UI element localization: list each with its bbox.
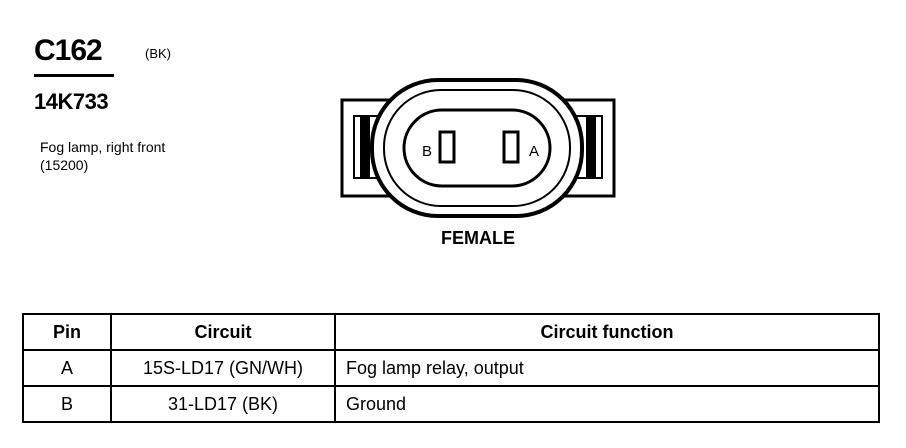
connector-description: Fog lamp, right front (15200) xyxy=(40,139,165,174)
row-pin: A xyxy=(22,349,112,387)
row-circuit: 15S-LD17 (GN/WH) xyxy=(110,349,336,387)
connector-color-code: (BK) xyxy=(145,46,171,61)
row-circuit: 31-LD17 (BK) xyxy=(110,385,336,423)
left-latch-slot xyxy=(360,116,370,178)
terminal-cavity-b xyxy=(438,130,456,164)
table-header-row: Pin Circuit Circuit function xyxy=(22,313,880,351)
row-pin: B xyxy=(22,385,112,423)
part-number: 14K733 xyxy=(34,89,109,114)
pin-label-b: B xyxy=(422,143,432,160)
table-row: A 15S-LD17 (GN/WH) Fog lamp relay, outpu… xyxy=(22,349,880,387)
row-circuit-function: Fog lamp relay, output xyxy=(334,349,880,387)
table-row: B 31-LD17 (BK) Ground xyxy=(22,385,880,423)
pin-table: Pin Circuit Circuit function A 15S-LD17 … xyxy=(22,313,880,423)
connector-id-underline xyxy=(34,74,114,77)
connector-id: C162 xyxy=(34,34,103,67)
header-circuit-function: Circuit function xyxy=(334,313,880,351)
terminal-cavity-a xyxy=(502,130,520,164)
header-pin: Pin xyxy=(22,313,112,351)
connector-pin-face xyxy=(402,108,552,188)
description-reference: (15200) xyxy=(40,156,89,173)
header-circuit: Circuit xyxy=(110,313,336,351)
right-latch-slot xyxy=(586,116,596,178)
row-circuit-function: Ground xyxy=(334,385,880,423)
pin-label-a: A xyxy=(529,143,539,160)
connector-gender-label: FEMALE xyxy=(441,228,515,248)
connector-face-drawing: B A xyxy=(340,78,616,218)
description-location: Fog lamp, right front xyxy=(40,139,166,155)
